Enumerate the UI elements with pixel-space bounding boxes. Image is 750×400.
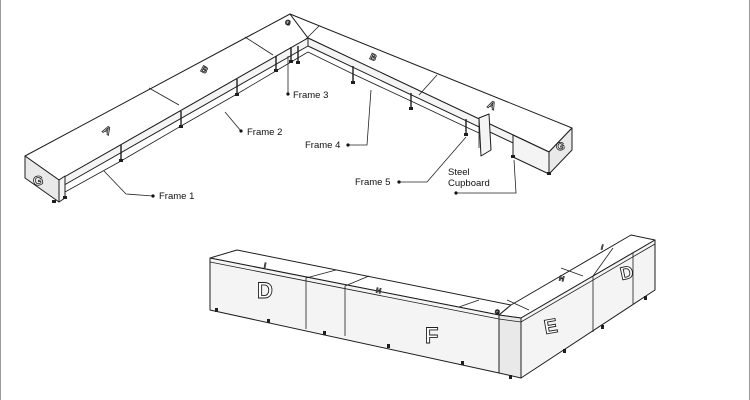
bottom-letter-right-front: E xyxy=(542,315,559,339)
top-left-arm-rail xyxy=(58,37,309,189)
bottom-letter-left-top: I xyxy=(263,262,266,269)
bottom-letter-right-top-a: H xyxy=(558,275,565,283)
label-cupboard: Cupboard xyxy=(448,178,490,189)
top-assembly: G A B G B A G Frame 1 Frame 2 Frame 3 Fr… xyxy=(24,13,573,203)
bottom-assembly: I D H F G E H I D xyxy=(209,234,656,379)
bottom-letter-right-top-b: I xyxy=(600,244,604,251)
steel-cupboard-door xyxy=(478,113,492,157)
label-frame-1: Frame 1 xyxy=(159,191,194,202)
bottom-letter-corner-top: G xyxy=(494,309,500,316)
top-letter-left-end: G xyxy=(32,172,44,188)
top-right-arm-surface xyxy=(289,13,573,153)
label-frame-5: Frame 5 xyxy=(355,177,390,188)
bottom-letter-right-end: D xyxy=(618,262,635,284)
label-frame-2: Frame 2 xyxy=(247,127,282,138)
label-frame-3: Frame 3 xyxy=(293,90,328,101)
top-letter-left-mid: B xyxy=(199,64,210,76)
top-left-arm-surface xyxy=(24,13,309,181)
bottom-letter-mid-front: F xyxy=(425,323,438,348)
top-letter-right-end: G xyxy=(555,140,566,153)
bottom-corner-panel xyxy=(498,314,522,379)
label-frame-4: Frame 4 xyxy=(305,140,340,151)
label-steel: Steel xyxy=(448,167,470,178)
bottom-right-front-panel xyxy=(520,239,656,379)
bottom-letter-left-front: D xyxy=(257,278,273,303)
bottom-letter-mid-top: H xyxy=(375,287,381,295)
top-letter-right-mid: B xyxy=(368,51,379,63)
top-letter-corner: G xyxy=(284,19,292,28)
